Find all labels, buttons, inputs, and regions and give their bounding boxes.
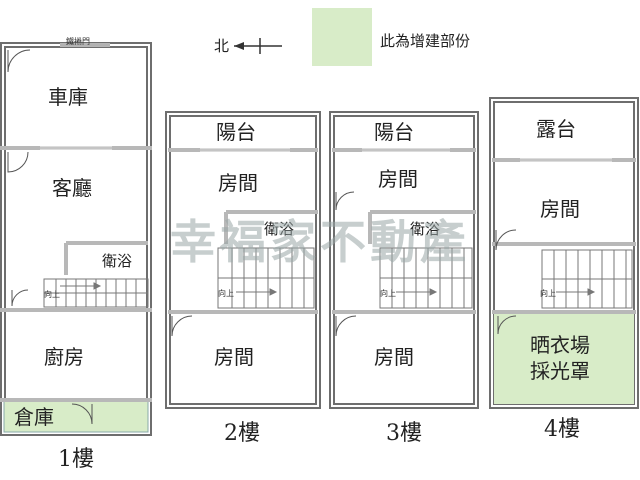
laundry-added-area bbox=[494, 314, 634, 404]
floor-3-plan: 向上 陽台 房間 衛浴 房間 bbox=[329, 111, 479, 409]
floor-3-label: 3樓 bbox=[386, 421, 422, 446]
floor-2-plan: 向上 陽台 房間 衛浴 房間 bbox=[165, 111, 321, 409]
floor-4-stair-up: 向上 bbox=[540, 288, 556, 298]
floor-3-room-back: 房間 bbox=[374, 345, 414, 369]
added-area-note: 此為增建部份 bbox=[380, 32, 470, 50]
floor-2-balcony: 陽台 bbox=[216, 120, 256, 144]
floor-4-laundry-line1: 晒衣場 bbox=[530, 333, 590, 357]
floor-4-label: 4樓 bbox=[544, 417, 580, 442]
floor-1-plan: 向上 鐵捲門 車庫 客廳 衛浴 廚房 倉庫 bbox=[0, 36, 152, 436]
floor-4-terrace: 露台 bbox=[536, 117, 576, 141]
floor-1-storage: 倉庫 bbox=[14, 405, 54, 429]
floor-1-living: 客廳 bbox=[52, 176, 92, 200]
floor-2-room-back: 房間 bbox=[214, 345, 254, 369]
floor-1-label: 1樓 bbox=[58, 447, 94, 472]
floor-3-balcony: 陽台 bbox=[374, 120, 414, 144]
floor-4-room: 房間 bbox=[540, 197, 580, 221]
floor-4-plan: 向上 露台 房間 晒衣場 採光罩 bbox=[489, 97, 639, 409]
floor-1-bath: 衛浴 bbox=[102, 252, 132, 270]
floor-2-room-front: 房間 bbox=[218, 171, 258, 195]
floor-2-stair-up: 向上 bbox=[218, 288, 234, 298]
floor-3-room-front: 房間 bbox=[378, 167, 418, 191]
floor-3-bath: 衛浴 bbox=[410, 220, 440, 238]
floor-1-gate: 鐵捲門 bbox=[66, 36, 90, 46]
floor-2-bath: 衛浴 bbox=[264, 220, 294, 238]
floor-3-stair-up: 向上 bbox=[380, 288, 396, 298]
north-symbol: 北 bbox=[214, 37, 229, 55]
north-arrow: 北 bbox=[214, 37, 282, 55]
added-area-swatch bbox=[312, 8, 372, 66]
floor-1-kitchen: 廚房 bbox=[44, 345, 84, 369]
floor-1-stair-up: 向上 bbox=[44, 289, 60, 299]
watermark: 幸福家不動產 bbox=[170, 215, 470, 269]
floor-2-label: 2樓 bbox=[224, 421, 260, 446]
floor-1-garage: 車庫 bbox=[48, 85, 88, 109]
floor-4-laundry-line2: 採光罩 bbox=[530, 359, 590, 383]
